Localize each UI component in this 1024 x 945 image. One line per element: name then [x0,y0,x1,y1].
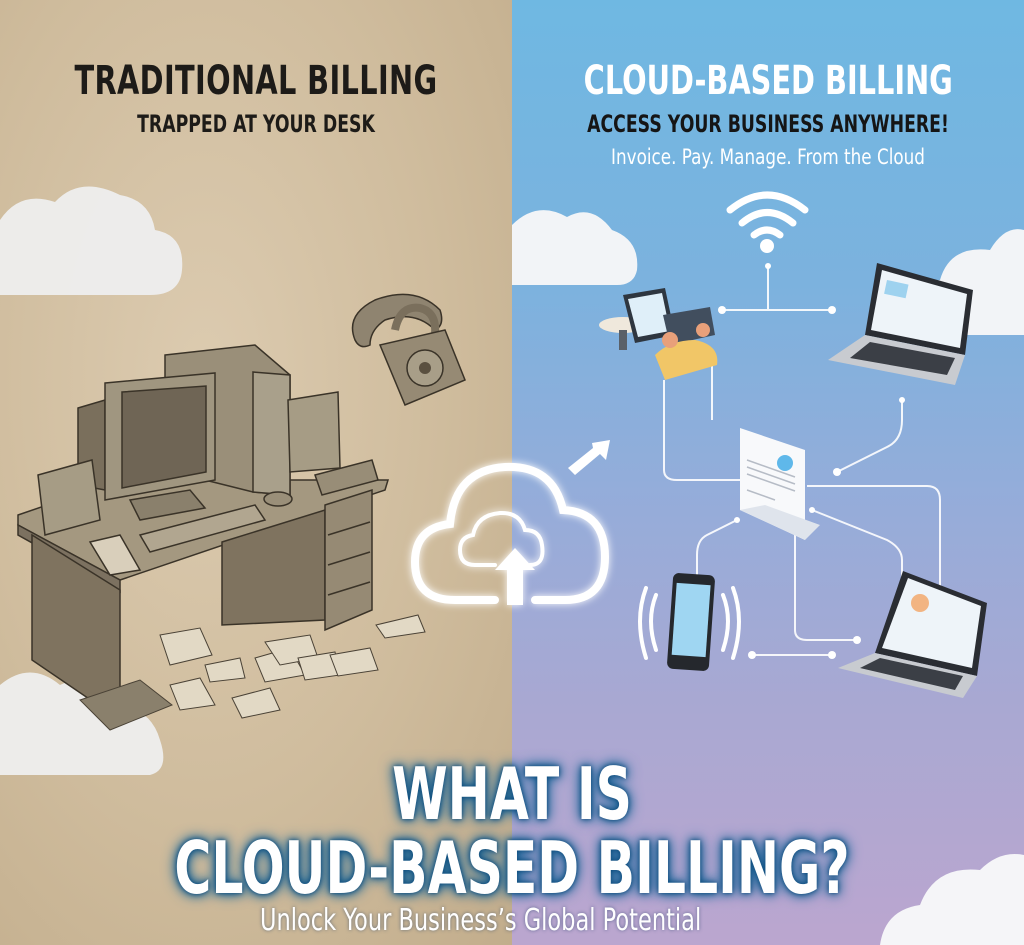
headline-tagline: Unlock Your Business’s Global Potential [260,903,702,938]
right-subtitle: ACCESS YOUR BUSINESS ANYWHERE! [587,110,949,138]
cloud-decoration-right-bottom [880,854,1024,945]
wifi-icon [726,191,809,253]
invoice-document-icon [740,428,820,540]
laptop-icon [838,571,987,698]
headline-line2: CLOUD-BASED BILLING? [174,826,850,910]
left-title: TRADITIONAL BILLING [74,58,438,104]
headline-line1: WHAT IS [392,752,632,836]
locked-phone-icon [351,293,466,406]
cloud-decoration-left-top [0,186,183,295]
cloud-decoration-left-bottom [0,672,164,775]
arrow-up-right-icon [568,440,610,475]
laptop-icon [828,263,973,385]
tablet-user-icon [599,288,718,380]
desk-illustration [17,344,426,731]
right-tagline: Invoice. Pay. Manage. From the Cloud [611,145,925,169]
cloud-upload-icon [410,462,610,605]
smartphone-icon [638,573,741,671]
cloud-decoration-right-top [512,210,638,285]
left-subtitle: TRAPPED AT YOUR DESK [137,110,375,138]
right-title: CLOUD-BASED BILLING [583,58,953,104]
